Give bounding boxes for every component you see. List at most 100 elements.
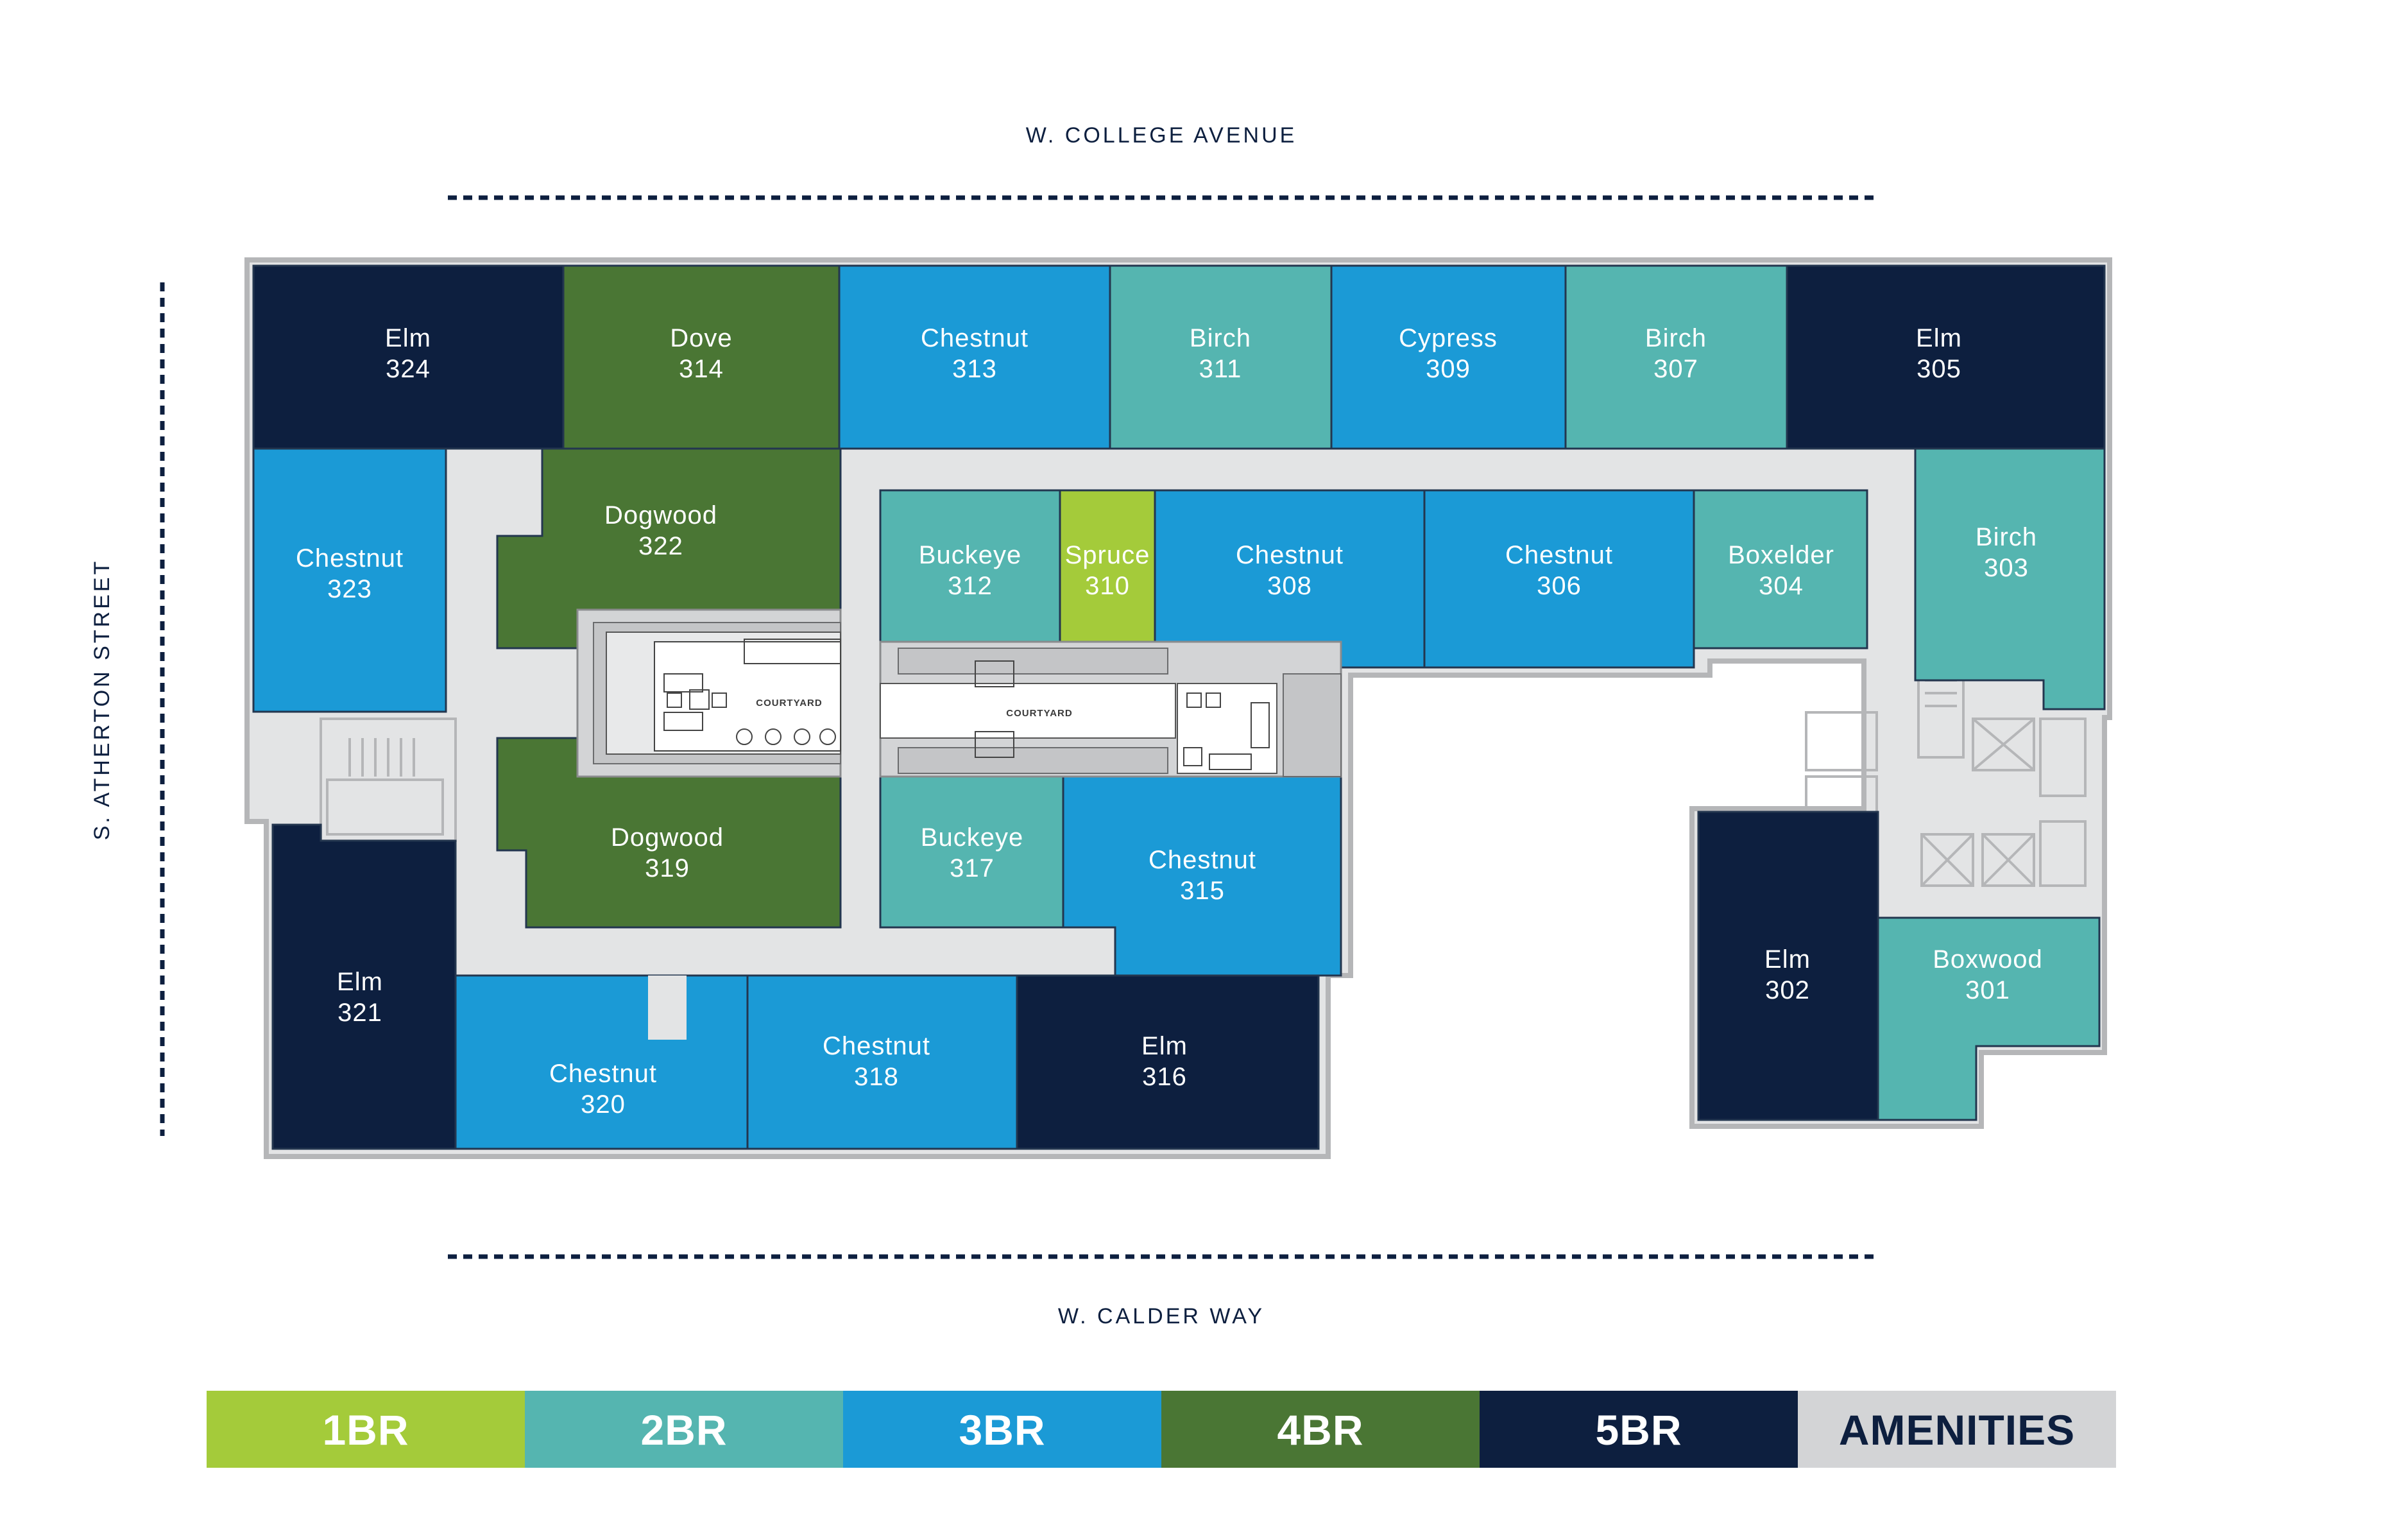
unit-name-307: Birch xyxy=(1645,324,1707,352)
legend-swatch-5br xyxy=(1480,1391,1798,1468)
legend-label-3br: 3BR xyxy=(959,1406,1045,1454)
courtyard-east: COURTYARD xyxy=(879,641,1342,778)
chair-icon xyxy=(1183,747,1202,766)
units xyxy=(252,264,2106,1150)
unit-number-303: 303 xyxy=(1984,554,2029,582)
unit-name-318: Chestnut xyxy=(823,1032,930,1060)
unit-308[interactable] xyxy=(1154,489,1426,669)
unit-307[interactable] xyxy=(1564,264,1788,450)
unit-number-319: 319 xyxy=(645,854,690,882)
unit-303[interactable] xyxy=(1914,447,2106,710)
sofa-icon xyxy=(1209,753,1252,770)
unit-number-321: 321 xyxy=(337,999,382,1027)
unit-name-314: Dove xyxy=(670,324,732,352)
unit-302[interactable] xyxy=(1697,811,1879,1121)
unit-name-305: Elm xyxy=(1916,324,1962,352)
unit-name-317: Buckeye xyxy=(921,823,1023,852)
chair-icon xyxy=(667,692,682,708)
unit-name-312: Buckeye xyxy=(919,541,1021,569)
table-icon xyxy=(736,728,753,745)
unit-number-306: 306 xyxy=(1537,572,1582,600)
unit-301[interactable] xyxy=(1877,916,2101,1121)
unit-318[interactable] xyxy=(746,974,1018,1150)
unit-313[interactable] xyxy=(838,264,1111,450)
chair-icon xyxy=(1206,692,1221,708)
corridor-stub xyxy=(648,976,687,1040)
table-icon xyxy=(765,728,781,745)
unit-number-308: 308 xyxy=(1267,572,1312,600)
courtyard-bar-icon xyxy=(744,639,841,664)
unit-name-311: Birch xyxy=(1190,324,1251,352)
sofa-icon xyxy=(975,731,1014,758)
unit-name-313: Chestnut xyxy=(921,324,1029,352)
unit-name-308: Chestnut xyxy=(1236,541,1344,569)
courtyard-label: COURTYARD xyxy=(1006,708,1072,719)
unit-number-316: 316 xyxy=(1142,1063,1187,1091)
unit-305[interactable] xyxy=(1786,264,2106,450)
legend: 1BR 2BR 3BR 4BR 5BR AMENITIES xyxy=(207,1391,2116,1468)
unit-name-315: Chestnut xyxy=(1148,846,1256,874)
unit-number-318: 318 xyxy=(854,1063,899,1091)
legend-swatch-amenities xyxy=(1798,1391,2116,1468)
unit-304[interactable] xyxy=(1693,489,1868,649)
legend-swatch-1br xyxy=(207,1391,525,1468)
unit-312[interactable] xyxy=(879,489,1061,643)
courtyard-west: COURTYARD xyxy=(576,608,842,778)
unit-number-320: 320 xyxy=(581,1090,626,1119)
sofa-icon xyxy=(663,673,703,692)
unit-name-320: Chestnut xyxy=(549,1060,657,1088)
legend-label-amenities: AMENITIES xyxy=(1839,1406,2075,1454)
unit-317[interactable] xyxy=(879,775,1064,929)
courtyard-label: COURTYARD xyxy=(756,698,822,709)
unit-name-322: Dogwood xyxy=(604,501,717,529)
unit-number-311: 311 xyxy=(1199,355,1242,383)
sofa-icon xyxy=(663,712,703,731)
unit-314[interactable] xyxy=(562,264,841,450)
unit-name-324: Elm xyxy=(385,324,431,352)
unit-name-316: Elm xyxy=(1141,1032,1188,1060)
unit-number-313: 313 xyxy=(952,355,997,383)
unit-name-306: Chestnut xyxy=(1505,541,1613,569)
street-label-west: S. ATHERTON STREET xyxy=(90,559,114,841)
street-label-south: W. CALDER WAY xyxy=(1058,1304,1265,1328)
legend-label-5br: 5BR xyxy=(1595,1406,1682,1454)
unit-number-310: 310 xyxy=(1085,572,1130,600)
legend-label-2br: 2BR xyxy=(640,1406,727,1454)
chair-icon xyxy=(712,692,727,708)
unit-number-304: 304 xyxy=(1759,572,1804,600)
unit-number-312: 312 xyxy=(948,572,993,600)
unit-321[interactable] xyxy=(271,823,457,1150)
unit-name-309: Cypress xyxy=(1399,324,1498,352)
legend-swatch-4br xyxy=(1161,1391,1480,1468)
unit-number-322: 322 xyxy=(638,532,683,560)
unit-316[interactable] xyxy=(1016,974,1320,1150)
table-icon xyxy=(819,728,836,745)
unit-name-301: Boxwood xyxy=(1933,945,2043,974)
unit-number-324: 324 xyxy=(386,355,431,383)
table-icon xyxy=(689,689,710,710)
unit-name-323: Chestnut xyxy=(296,544,404,572)
unit-number-309: 309 xyxy=(1426,355,1471,383)
unit-323[interactable] xyxy=(252,447,447,713)
unit-number-301: 301 xyxy=(1965,976,2010,1004)
sofa-icon xyxy=(1251,702,1270,748)
unit-310[interactable] xyxy=(1059,489,1156,669)
unit-311[interactable] xyxy=(1109,264,1333,450)
unit-309[interactable] xyxy=(1330,264,1567,450)
unit-labels: Elm 324 Dove 314 Chestnut 313 Birch 311 … xyxy=(296,324,2043,1119)
legend-label-1br: 1BR xyxy=(322,1406,409,1454)
sofa-icon xyxy=(975,660,1014,687)
unit-name-303: Birch xyxy=(1976,523,2037,551)
unit-name-321: Elm xyxy=(337,968,383,996)
unit-number-302: 302 xyxy=(1765,976,1810,1004)
legend-swatch-2br xyxy=(525,1391,843,1468)
legend-swatch-3br xyxy=(843,1391,1161,1468)
unit-name-319: Dogwood xyxy=(611,823,724,852)
unit-number-323: 323 xyxy=(327,575,372,603)
legend-label-4br: 4BR xyxy=(1277,1406,1363,1454)
stair-core-east xyxy=(1805,647,2087,887)
unit-306[interactable] xyxy=(1423,489,1695,669)
unit-number-315: 315 xyxy=(1180,877,1225,905)
unit-name-310: Spruce xyxy=(1065,541,1150,569)
unit-number-317: 317 xyxy=(950,854,995,882)
